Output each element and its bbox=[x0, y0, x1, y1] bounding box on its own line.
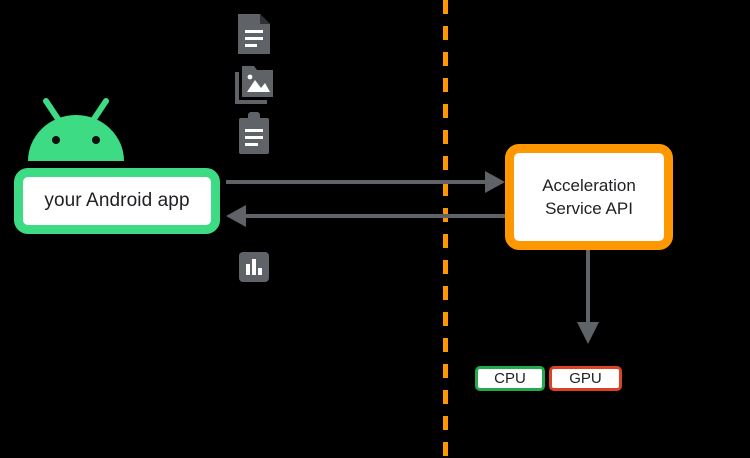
api-box-label-line1: Acceleration bbox=[542, 176, 636, 195]
arrow-right-icon bbox=[226, 171, 505, 193]
gpu-badge-label: GPU bbox=[569, 370, 602, 387]
image-stack-icon bbox=[234, 63, 276, 105]
api-box-label-line2: Service API bbox=[545, 199, 633, 218]
cpu-badge[interactable]: CPU bbox=[475, 366, 545, 391]
android-app-box[interactable]: your Android app bbox=[14, 168, 220, 234]
clipboard-icon bbox=[236, 112, 272, 156]
arrow-left-icon bbox=[226, 205, 505, 227]
document-icon bbox=[236, 12, 272, 56]
acceleration-service-api-box[interactable]: Acceleration Service API bbox=[505, 144, 673, 250]
android-robot-icon bbox=[22, 97, 130, 169]
android-app-box-label: your Android app bbox=[44, 190, 190, 211]
arrow-down-icon bbox=[577, 250, 599, 344]
bar-chart-icon bbox=[238, 251, 270, 283]
gpu-badge[interactable]: GPU bbox=[549, 366, 622, 391]
vertical-dashed-divider-icon bbox=[443, 0, 448, 458]
cpu-badge-label: CPU bbox=[494, 370, 526, 387]
